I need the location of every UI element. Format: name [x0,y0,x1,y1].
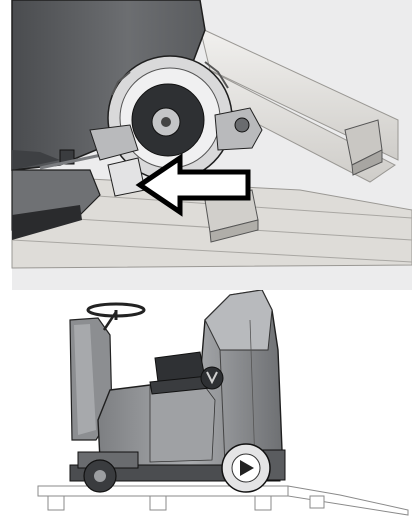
rear-wheel [83,459,117,493]
unloading-detail-panel [11,0,412,290]
seat [149,351,211,395]
pallet-block [344,119,383,176]
direction-arrow [135,153,251,217]
machine-side-view-illustration [37,290,409,516]
steering-wheel [86,302,146,320]
pallet [37,485,289,511]
front-wheel [221,443,271,493]
ramp [287,485,409,516]
machine-side-view-panel [0,290,412,519]
brand-emblem [200,366,224,390]
unloading-detail-illustration [11,0,412,290]
wheel-bracket [89,107,263,197]
